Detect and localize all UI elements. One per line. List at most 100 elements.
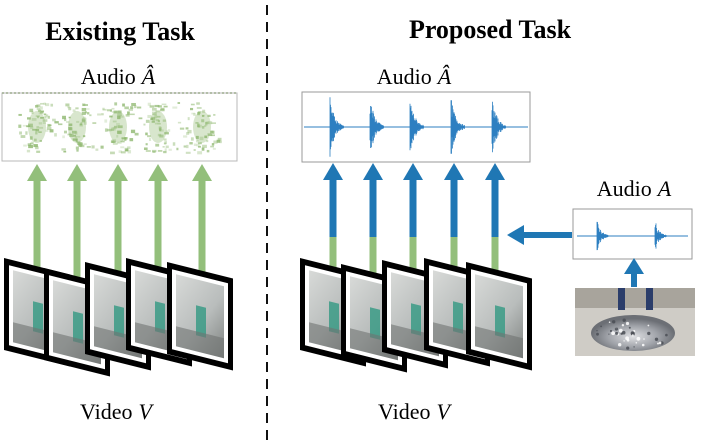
- pile-sparkle: [654, 337, 659, 341]
- pile-sparkle: [625, 321, 630, 326]
- left-audio-speck: [28, 123, 33, 127]
- condition-audio-word: Audio: [597, 176, 652, 201]
- left-audio-speck: [197, 151, 203, 155]
- left-audio-speck: [36, 115, 40, 119]
- left-audio-speck: [198, 145, 201, 148]
- right-video-frame-floor: [475, 326, 523, 359]
- left-audio-speck: [97, 113, 102, 116]
- left-audio-speck: [152, 113, 157, 116]
- left-audio-speck: [74, 131, 78, 135]
- pile-sparkle: [631, 334, 634, 337]
- left-audio-speck: [75, 138, 78, 142]
- left-audio-speck: [207, 114, 211, 118]
- left-audio-speck: [52, 118, 56, 122]
- left-audio-speck: [117, 130, 122, 135]
- condition-audio-waveform: [596, 221, 667, 251]
- left-audio-speck: [62, 135, 65, 139]
- pile-sparkle: [628, 326, 631, 329]
- pile-sparkle: [611, 331, 615, 336]
- left-audio-speck: [19, 131, 22, 135]
- left-audio-speck: [163, 105, 168, 108]
- left-audio-speck: [87, 112, 90, 115]
- left-audio-speck: [143, 123, 146, 126]
- right-video-frames: [300, 258, 532, 373]
- left-audio-speck: [206, 140, 209, 143]
- left-audio-speck: [68, 127, 73, 131]
- left-audio-speck: [120, 151, 126, 154]
- left-audio-speck: [26, 117, 31, 120]
- left-audio-speck: [40, 102, 44, 105]
- right-video-frame-object: [370, 307, 380, 340]
- left-audio-speck: [72, 109, 76, 112]
- pile-sparkle: [658, 341, 662, 345]
- condition-audio-burst: [596, 221, 609, 251]
- left-audio-speck: [159, 128, 162, 132]
- left-audio-speck: [211, 143, 215, 146]
- pile-sparkle: [636, 336, 641, 341]
- left-audio-speck: [179, 127, 185, 130]
- left-audio-speck: [145, 119, 150, 123]
- left-audio-speck: [201, 125, 205, 129]
- left-audio-speck: [83, 121, 87, 125]
- left-audio-speck: [26, 149, 31, 153]
- pile-sparkle: [615, 331, 619, 335]
- left-audio-speck: [83, 104, 88, 106]
- left-audio-speck: [193, 113, 196, 116]
- left-audio-speck: [127, 146, 131, 150]
- left-audio-speck: [112, 143, 118, 145]
- left-audio-speck: [29, 108, 34, 113]
- left-audio-speck: [29, 142, 34, 145]
- left-audio-speck: [39, 112, 43, 114]
- pile-sparkle: [596, 330, 598, 332]
- left-arrow-head: [67, 164, 87, 181]
- pile-sparkle: [608, 333, 610, 335]
- left-audio-speck: [47, 115, 50, 119]
- left-audio-speck: [151, 116, 156, 120]
- left-audio-speck: [190, 137, 194, 141]
- left-audio-speck: [83, 116, 86, 119]
- left-audio-speck: [77, 142, 82, 145]
- left-audio-speck: [44, 115, 47, 119]
- right-audio-burst: [369, 106, 384, 148]
- right-arrow-upper-head: [363, 163, 383, 180]
- left-audio-speck: [148, 137, 152, 142]
- left-audio-speck: [36, 107, 41, 111]
- left-audio-speck: [33, 144, 38, 148]
- left-audio-speck: [72, 138, 78, 140]
- left-audio-speck: [195, 135, 199, 139]
- left-input-word: Video: [80, 399, 132, 424]
- left-audio-speck: [112, 127, 118, 130]
- left-arrow-head: [148, 164, 168, 181]
- left-audio-speck: [18, 113, 22, 116]
- pile-sparkle: [626, 346, 630, 350]
- left-audio-speck: [124, 106, 129, 110]
- right-audio-burst: [491, 101, 506, 153]
- left-audio-speck: [193, 149, 196, 151]
- left-audio-speck: [165, 145, 169, 149]
- left-video-frame-object: [33, 301, 43, 334]
- left-audio-speck: [20, 135, 26, 138]
- left-audio-speck: [35, 131, 38, 135]
- left-audio-burst: [149, 111, 167, 143]
- right-title: Proposed Task: [409, 15, 572, 44]
- right-input-word: Video: [378, 399, 430, 424]
- left-audio-speck: [161, 103, 167, 106]
- left-audio-speck: [147, 135, 151, 138]
- left-audio-speck: [106, 128, 112, 132]
- left-audio-speck: [202, 144, 207, 149]
- left-audio-speck: [63, 130, 68, 134]
- left-audio-speck: [100, 145, 104, 149]
- left-audio-speck: [204, 124, 207, 128]
- condition-image-sparkles: [596, 318, 668, 350]
- left-audio-speck: [210, 130, 215, 134]
- left-audio-speck: [186, 132, 190, 135]
- left-input-symbol: V: [139, 399, 155, 424]
- pile-sparkle: [635, 342, 638, 344]
- left-audio-speck: [38, 131, 42, 134]
- left-audio-speck: [45, 129, 49, 132]
- left-audio-speck: [197, 125, 200, 128]
- pile-sparkle: [596, 332, 599, 336]
- left-audio-speck: [131, 102, 136, 106]
- left-audio-speck: [205, 122, 208, 126]
- left-audio-speck: [18, 124, 22, 128]
